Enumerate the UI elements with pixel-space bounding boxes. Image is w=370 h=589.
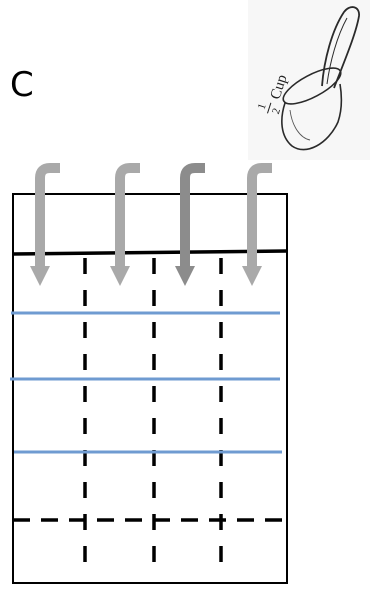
- pour-arrow-4: [242, 168, 272, 286]
- pour-arrow-3: [175, 168, 205, 286]
- pour-arrows: [30, 168, 272, 286]
- half-cup-measuring-icon: 1 2 Cup: [248, 0, 370, 160]
- top-divider-line: [13, 251, 287, 254]
- pour-arrow-1: [30, 168, 60, 286]
- pour-arrow-2: [110, 168, 140, 286]
- blue-lines: [10, 313, 282, 452]
- panel-label: C: [10, 65, 34, 105]
